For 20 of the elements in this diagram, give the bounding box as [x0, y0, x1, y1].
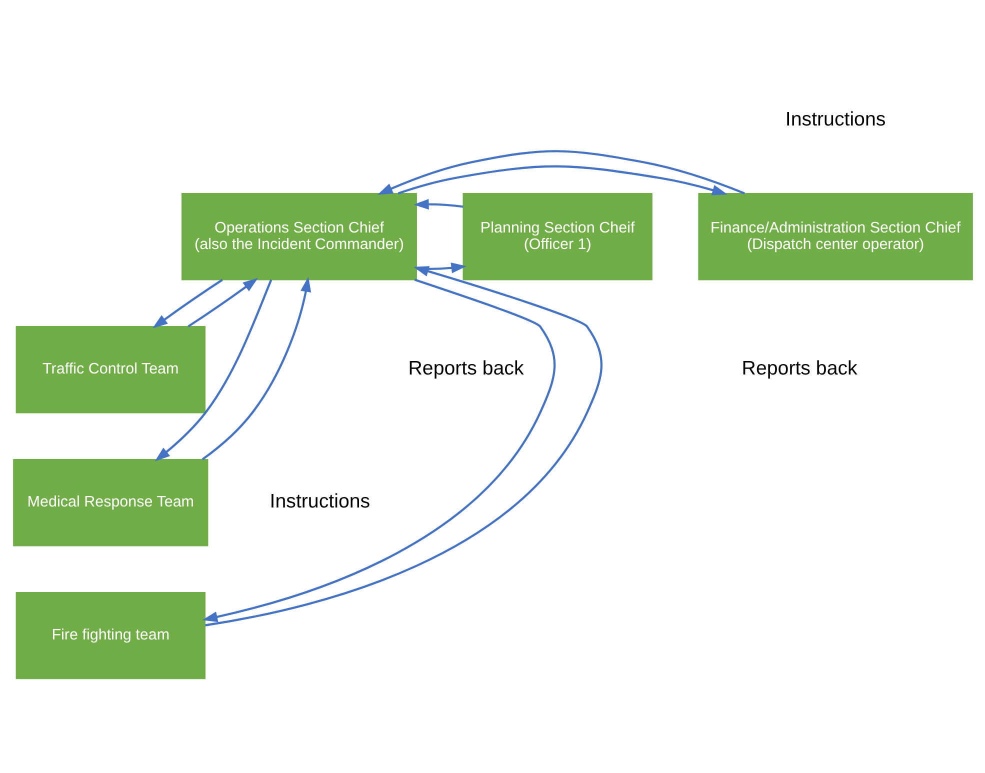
arrow	[376, 150, 744, 195]
label: Reports back	[408, 357, 524, 380]
arrow	[397, 165, 727, 196]
node-box: Medical Response Team	[12, 459, 208, 546]
label: Reports back	[741, 357, 857, 380]
node-box: Planning Section Cheif (Officer 1)	[462, 193, 652, 280]
label: Instructions	[269, 490, 370, 512]
arrow	[152, 278, 222, 328]
node-box: Fire fighting team	[15, 592, 205, 680]
node-box: Operations Section Chief (also the Incident Commander)	[181, 193, 416, 280]
arrow	[154, 279, 272, 462]
arrow	[204, 266, 602, 626]
arrow	[416, 262, 466, 274]
arrow	[413, 198, 463, 210]
node-box: Finance/Administration Section Chief (Dispatch center operator)	[698, 193, 972, 280]
arrow	[201, 276, 311, 460]
node-box: Traffic Control Team	[15, 326, 205, 414]
label: Instructions	[784, 108, 886, 130]
arrow	[187, 278, 258, 328]
arrow	[202, 278, 556, 622]
